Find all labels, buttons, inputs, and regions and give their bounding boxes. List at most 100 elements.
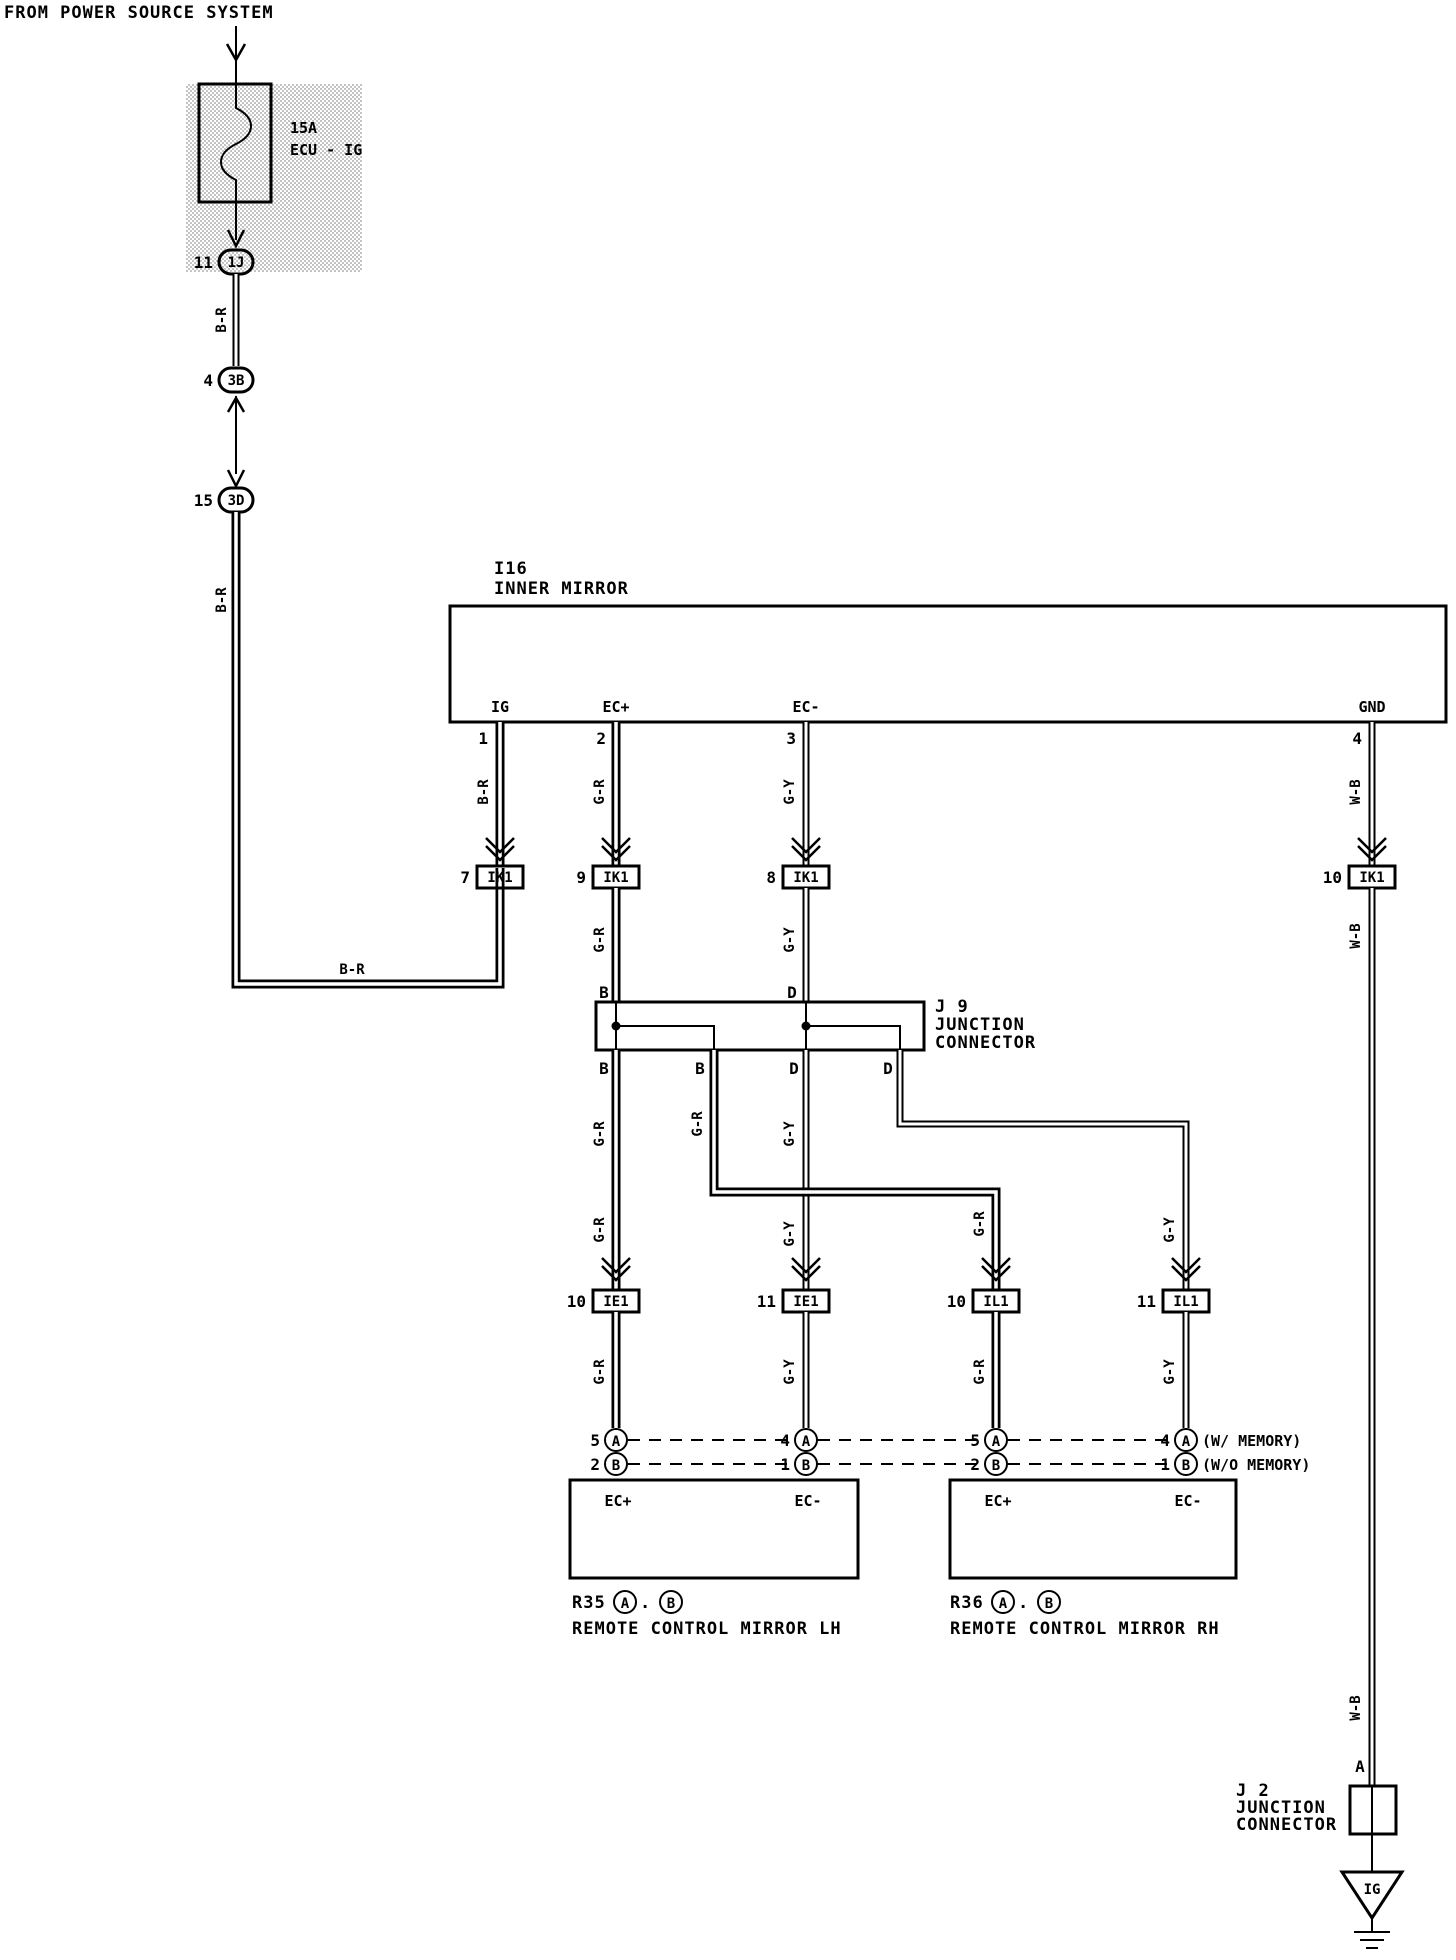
j9-line1: JUNCTION xyxy=(935,1015,1025,1035)
svg-text:B: B xyxy=(992,1458,1000,1474)
wire-label-br-3: B-R xyxy=(339,962,365,978)
arrow-3d-icon xyxy=(226,469,246,489)
svg-text:A: A xyxy=(999,1596,1008,1612)
relay-block-shading xyxy=(186,84,362,272)
j9-top-d: D xyxy=(787,983,797,1002)
svg-text:A: A xyxy=(992,1434,1001,1450)
junction-3b-pin: 4 xyxy=(203,371,213,390)
inner-mirror-name: INNER MIRROR xyxy=(494,579,629,599)
svg-text:A: A xyxy=(1182,1434,1191,1450)
svg-text:B: B xyxy=(612,1458,620,1474)
connector-il1-10: IL1 10 xyxy=(947,1288,1021,1314)
svg-text:11: 11 xyxy=(757,1292,776,1311)
svg-text:IL1: IL1 xyxy=(1173,1294,1198,1310)
connector-ie1-11: IE1 11 xyxy=(757,1288,831,1314)
ground-icon: IG xyxy=(1339,1870,1405,1949)
junction-3d: 3D 15 xyxy=(194,486,255,514)
pin-num-4: 4 xyxy=(1352,729,1362,748)
svg-text:1: 1 xyxy=(1160,1455,1170,1474)
pin-row-b: B B B B 2 1 2 1 (W/O MEMORY) xyxy=(590,1452,1310,1476)
svg-text:B: B xyxy=(667,1596,675,1612)
svg-text:2: 2 xyxy=(590,1455,600,1474)
svg-text:5: 5 xyxy=(590,1431,600,1450)
j9-bottom-b2: B xyxy=(695,1059,705,1078)
ground-label: IG xyxy=(1364,1882,1381,1898)
wire-label-gy-1: G-Y xyxy=(782,779,798,805)
fuse-icon xyxy=(220,84,252,202)
wire-label-gr-1: G-R xyxy=(592,779,608,805)
pin-label-ig: IG xyxy=(491,698,509,716)
svg-text:IK1: IK1 xyxy=(1359,870,1384,886)
svg-text:8: 8 xyxy=(766,868,776,887)
j9-bottom-d1: D xyxy=(789,1059,799,1078)
svg-text:10: 10 xyxy=(947,1292,966,1311)
svg-text:A: A xyxy=(612,1434,621,1450)
svg-text:11: 11 xyxy=(1137,1292,1156,1311)
svg-text:A: A xyxy=(621,1596,630,1612)
mirror-rh-name: REMOTE CONTROL MIRROR RH xyxy=(950,1619,1220,1639)
j2-line2: CONNECTOR xyxy=(1236,1815,1337,1835)
wire-label-gr-2: G-R xyxy=(592,927,608,953)
svg-text:.: . xyxy=(640,1593,651,1613)
fuse-name: ECU - IG xyxy=(290,141,362,159)
wire-label-gy-2: G-Y xyxy=(782,927,798,953)
j9-code: J 9 xyxy=(935,997,969,1017)
wire-br-main xyxy=(231,512,505,989)
junction-3b-id: 3B xyxy=(228,373,245,389)
fuse-rating: 15A xyxy=(290,119,317,137)
svg-text:B: B xyxy=(1045,1596,1053,1612)
j9-bottom-d2: D xyxy=(883,1059,893,1078)
junction-3d-pin: 15 xyxy=(194,491,213,510)
svg-text:IK1: IK1 xyxy=(793,870,818,886)
svg-text:R36: R36 xyxy=(950,1593,984,1613)
svg-text:.: . xyxy=(1018,1593,1029,1613)
j9-bottom-b1: B xyxy=(599,1059,609,1078)
svg-text:7: 7 xyxy=(460,868,470,887)
wire-label-gr-6: G-R xyxy=(592,1217,608,1243)
connector-ik1-8: IK1 8 xyxy=(766,864,831,890)
svg-text:2: 2 xyxy=(970,1455,980,1474)
svg-text:A: A xyxy=(802,1434,811,1450)
connector-ik1-10: IK1 10 xyxy=(1323,864,1397,890)
j9-box xyxy=(594,1000,926,1052)
mirror-rh-box xyxy=(948,1478,1238,1580)
junction-3b: 3B 4 xyxy=(203,366,255,394)
svg-text:R35: R35 xyxy=(572,1593,606,1613)
pin-num-1: 1 xyxy=(478,729,488,748)
wire-label-br-4: B-R xyxy=(476,779,492,805)
svg-text:B: B xyxy=(802,1458,810,1474)
svg-text:5: 5 xyxy=(970,1431,980,1450)
mirror-lh-code: R35 A . B xyxy=(572,1590,683,1614)
pin-num-3: 3 xyxy=(786,729,796,748)
svg-text:B: B xyxy=(1182,1458,1190,1474)
connector-ik1-9: IK1 9 xyxy=(576,864,641,890)
wire-label-gy-3: G-Y xyxy=(782,1121,798,1147)
mirror-lh-ec-plus: EC+ xyxy=(604,1492,631,1510)
connector-ie1-10: IE1 10 xyxy=(567,1288,641,1314)
connector-ik1-7: IK1 7 xyxy=(460,864,525,890)
wire-label-gy-4: G-Y xyxy=(782,1221,798,1247)
mirror-lh-ec-minus: EC- xyxy=(794,1492,821,1510)
j9-line2: CONNECTOR xyxy=(935,1033,1036,1053)
j9-top-b: B xyxy=(599,983,609,1002)
svg-text:4: 4 xyxy=(1160,1431,1170,1450)
wire-label-gr-3: G-R xyxy=(592,1121,608,1147)
junction-1j-id: 1J xyxy=(228,255,245,271)
wire-label-gr-7: G-R xyxy=(592,1359,608,1385)
wire-label-br-1: B-R xyxy=(214,307,230,333)
svg-text:1: 1 xyxy=(780,1455,790,1474)
svg-text:IE1: IE1 xyxy=(603,1294,628,1310)
pin-label-gnd: GND xyxy=(1358,698,1385,716)
wire-label-gy-6: G-Y xyxy=(782,1359,798,1385)
mirror-lh-box xyxy=(568,1478,860,1580)
wire-label-wb-1: W-B xyxy=(1348,779,1364,804)
svg-text:IE1: IE1 xyxy=(793,1294,818,1310)
pin-label-ec-minus: EC- xyxy=(792,698,819,716)
svg-text:IL1: IL1 xyxy=(983,1294,1008,1310)
pin-num-2: 2 xyxy=(596,729,606,748)
inner-mirror-code: I16 xyxy=(494,559,528,579)
mirror-rh-ec-minus: EC- xyxy=(1174,1492,1201,1510)
connector-il1-11: IL1 11 xyxy=(1137,1288,1211,1314)
wire-label-br-2: B-R xyxy=(214,587,230,613)
